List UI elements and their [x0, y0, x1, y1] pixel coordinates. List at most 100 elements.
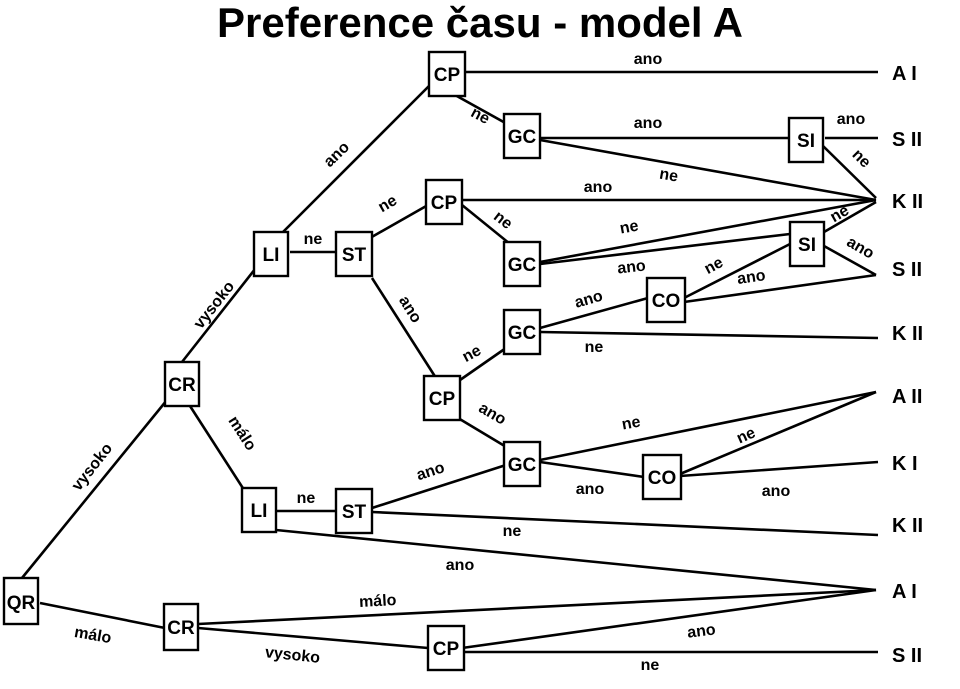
label-cp4-s2: ne: [641, 657, 660, 674]
leaf-a1-bottom: A I: [892, 581, 917, 603]
edge-gc1-k2: [539, 138, 877, 202]
leaves: A I S II K II S II K II A II K I K II A …: [892, 63, 923, 667]
edge-co2-a2: [679, 390, 877, 476]
label-cr1-li1: vysoko: [191, 278, 238, 332]
node-gc4-label: GC: [508, 455, 537, 476]
node-li2-label: LI: [251, 501, 268, 522]
node-cp4: CP: [426, 624, 466, 672]
edge-gc4-co2: [539, 460, 645, 479]
edge-cr2-cp4: [197, 626, 429, 650]
node-gc2-label: GC: [508, 255, 537, 276]
node-cp4-label: CP: [433, 639, 460, 660]
node-qr-label: QR: [7, 593, 36, 614]
label-gc1-si1: ano: [634, 115, 663, 132]
node-cp1: CP: [427, 50, 467, 98]
node-cp3: CP: [422, 374, 462, 422]
label-gc3-co1: ano: [573, 288, 605, 312]
leaf-s2-bottom: S II: [892, 645, 922, 667]
label-cr2-a1: málo: [359, 592, 397, 611]
label-cp3-gc4: ano: [476, 400, 509, 429]
node-si1: SI: [787, 116, 825, 164]
leaf-a2: A II: [892, 386, 922, 408]
node-si2-label: SI: [798, 235, 816, 256]
edge-si2-k2: [823, 200, 877, 234]
label-cr2-cp4: vysoko: [264, 644, 321, 667]
node-si1-label: SI: [797, 131, 815, 152]
node-cp2-label: CP: [431, 193, 458, 214]
label-co2-a2: ne: [734, 424, 758, 447]
label-st1-cp2: ne: [375, 192, 400, 216]
leaf-k2-third: K II: [892, 515, 923, 537]
label-li2-a1: ano: [446, 557, 475, 574]
node-cr1: CR: [163, 360, 201, 408]
edge-st1-cp3: [370, 277, 438, 379]
node-cr1-label: CR: [168, 375, 196, 396]
edge-co1-s2: [683, 273, 877, 304]
edge-li1-cp1: [279, 74, 441, 236]
node-st2-label: ST: [342, 502, 367, 523]
diagram-title: Preference času - model A: [217, 0, 743, 46]
node-co2-label: CO: [648, 468, 677, 489]
label-li1-st1: ne: [304, 231, 323, 248]
edge-qr-cr1: [20, 383, 182, 579]
node-cr2-label: CR: [167, 618, 195, 639]
node-cp2: CP: [424, 178, 464, 226]
edge-cr2-a1: [197, 588, 877, 626]
node-li2: LI: [240, 486, 278, 534]
label-qr-cr2: málo: [73, 624, 113, 647]
edge-gc3-co1: [539, 296, 649, 330]
node-st2: ST: [334, 487, 374, 535]
label-cp2-gc2: ne: [490, 208, 515, 233]
node-si2: SI: [788, 220, 826, 268]
label-si1-s2: ano: [837, 111, 866, 128]
edge-gc2-k2: [539, 198, 877, 264]
label-cp1-a1: ano: [634, 51, 663, 68]
edge-si2-s2: [823, 244, 877, 277]
label-cp3-gc3: ne: [460, 342, 485, 366]
edge-co1-si2: [683, 242, 791, 300]
edges: [20, 70, 879, 654]
edge-qr-cr2: [39, 601, 166, 630]
edge-co2-k1: [679, 460, 879, 478]
label-co1-si2: ne: [702, 254, 727, 278]
node-li1: LI: [252, 230, 290, 278]
label-qr-cr1: vysoko: [69, 440, 116, 494]
edge-cp3-gc4: [457, 416, 509, 450]
node-gc1-label: GC: [508, 127, 537, 148]
node-qr: QR: [2, 576, 40, 626]
node-gc3: GC: [502, 308, 542, 356]
edge-li2-a1: [275, 528, 877, 592]
label-co1-s2: ano: [736, 267, 767, 288]
edge-cp4-a1: [461, 588, 877, 650]
edge-cp3-gc3: [459, 346, 507, 382]
edge-si1-k2: [821, 144, 877, 199]
label-gc2-k2: ne: [619, 218, 640, 238]
label-cp2-k2: ano: [584, 179, 613, 196]
edge-st1-cp2: [369, 203, 429, 240]
leaf-k1: K I: [892, 453, 918, 475]
node-st1-label: ST: [342, 245, 367, 266]
edge-gc3-k2: [539, 330, 879, 340]
node-gc3-label: GC: [508, 323, 537, 344]
leaf-a1-top: A I: [892, 63, 917, 85]
label-gc4-co2: ano: [576, 481, 605, 498]
label-cp1-gc1: ne: [468, 104, 493, 128]
label-st2-k2: ne: [503, 523, 522, 540]
label-li2-st2: ne: [297, 490, 316, 507]
leaf-s2-first: S II: [892, 129, 922, 151]
node-cr2: CR: [162, 602, 200, 652]
node-gc2: GC: [502, 240, 542, 288]
label-gc2-co1: ano: [616, 258, 646, 278]
label-cr1-li2: málo: [224, 413, 259, 454]
leaf-s2-second: S II: [892, 259, 922, 281]
node-cp1-label: CP: [434, 65, 461, 86]
label-gc4-a2: ne: [621, 414, 642, 434]
leaf-k2-first: K II: [892, 191, 923, 213]
node-st1: ST: [334, 230, 374, 278]
node-gc1: GC: [502, 112, 542, 160]
label-si1-k2: ne: [849, 146, 874, 171]
node-li1-label: LI: [263, 245, 280, 266]
label-co2-k1: ano: [762, 483, 791, 500]
edge-st2-k2: [371, 510, 879, 537]
